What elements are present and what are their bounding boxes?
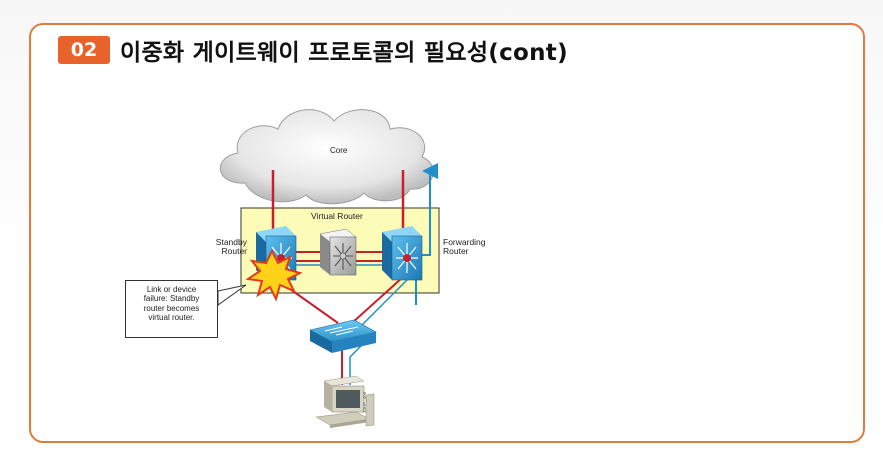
core-label: Core — [330, 146, 348, 155]
forwarding-router-icon — [382, 226, 423, 281]
standby-router-label: Standby Router — [207, 238, 247, 256]
failure-callout: Link or device failure: Standby router b… — [125, 280, 218, 338]
network-diagram: Core Virtual Router Standby Router Forwa… — [120, 95, 498, 435]
callout-line-4: virtual router. — [148, 313, 195, 323]
switch-icon — [309, 319, 377, 353]
network-diagram-graphics — [217, 109, 440, 428]
callout-line-1: Link or device — [146, 285, 197, 294]
forwarding-label-line2: Router — [443, 246, 469, 256]
page-title: 이중화 게이트웨이 프로토콜의 필요성(cont) — [120, 40, 568, 66]
failure-burst-icon — [245, 248, 303, 302]
callout-pointer — [217, 284, 247, 306]
forwarding-label-line1: Forwarding — [443, 237, 486, 247]
callout-line-3: router becomes — [143, 303, 200, 313]
core-cloud — [220, 109, 434, 205]
link-forwarding-switch-blue — [359, 276, 411, 328]
section-number-badge: 02 — [58, 36, 110, 64]
virtual-router-icon — [319, 228, 357, 276]
figure-code: 33HP_406 — [362, 391, 367, 413]
content-frame — [29, 23, 865, 443]
forwarding-router-label: Forwarding Router — [443, 238, 486, 256]
virtual-router-label: Virtual Router — [311, 211, 363, 221]
link-forwarding-switch — [351, 276, 404, 324]
callout-line-2: failure: Standby — [143, 294, 200, 304]
standby-label-line2: Router — [221, 246, 247, 256]
standby-label-line1: Standby — [215, 237, 247, 247]
workstation-icon — [315, 375, 375, 428]
